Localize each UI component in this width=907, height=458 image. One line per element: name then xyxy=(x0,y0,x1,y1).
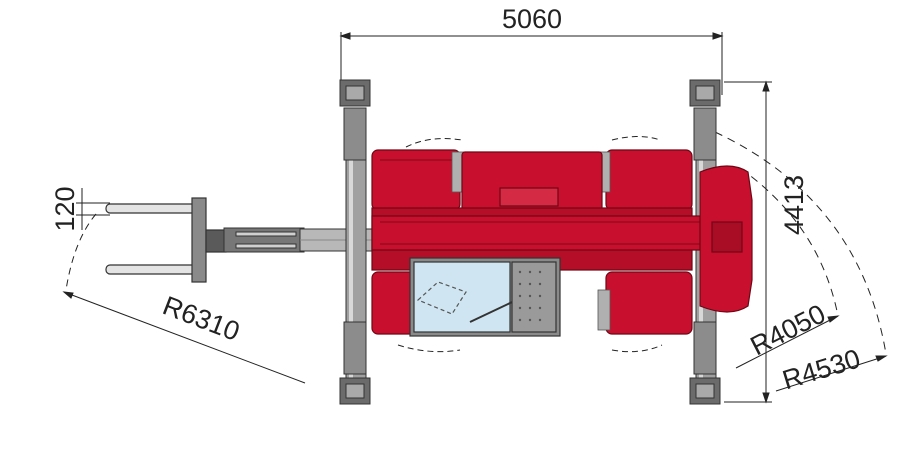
fork-carriage xyxy=(191,197,227,283)
turning-radius-lines xyxy=(62,131,888,392)
rear-counterweight xyxy=(699,165,753,313)
outrigger-rear-left xyxy=(689,79,721,161)
outrigger-front-right xyxy=(339,321,371,405)
radius-inner-label: R4050 xyxy=(746,299,831,362)
outrigger-front-left xyxy=(339,79,371,161)
width-label: 5060 xyxy=(502,4,562,34)
outrigger-rear-right xyxy=(689,321,721,405)
radius-outer-label: R4530 xyxy=(779,343,864,395)
wheel-fender-rear-right xyxy=(605,271,693,335)
width-dimension xyxy=(339,32,724,95)
forks xyxy=(105,203,197,275)
fork-thickness-dimension xyxy=(76,188,110,230)
wheel-fender-rear-left xyxy=(605,149,693,211)
fork-thickness-label: 120 xyxy=(50,186,80,231)
wheel-fender-front-left xyxy=(371,149,461,211)
radius-forks-label: R6310 xyxy=(159,290,244,347)
height-dimension xyxy=(724,80,772,404)
cab xyxy=(409,257,561,337)
height-label: 4413 xyxy=(779,175,809,235)
